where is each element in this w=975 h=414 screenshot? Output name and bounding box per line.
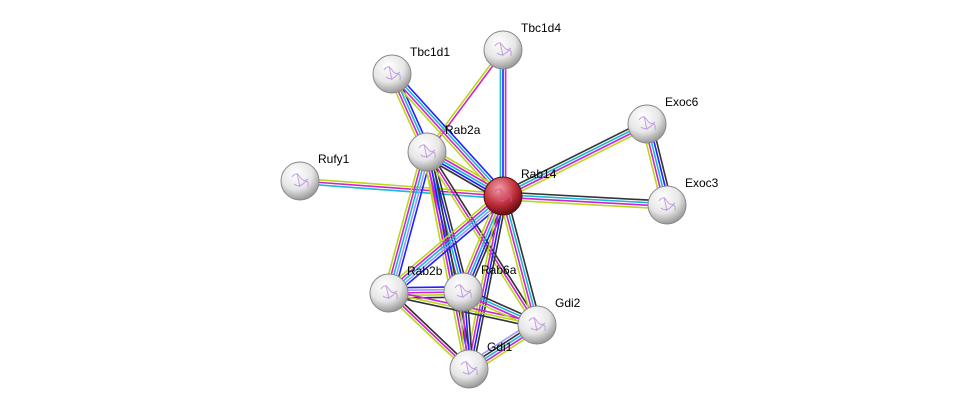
edge-rab2a-gdi1[interactable] [422,151,474,370]
protein-node-icon[interactable] [627,104,667,144]
node-label: Tbc1d4 [521,21,561,35]
evidence-line-cyan [299,182,503,200]
evidence-line-yellow [502,199,667,210]
edge-rab14-rufy1[interactable] [299,177,504,200]
evidence-line-cyan [503,195,540,325]
evidence-line-cyan [392,72,505,196]
node-label: Gdi2 [555,296,581,310]
protein-structure-icon [380,284,398,300]
protein-node-icon[interactable] [443,272,483,312]
evidence-line-yellow [504,126,650,201]
edge-rab14-exoc6[interactable] [500,119,650,201]
evidence-line-blue [391,199,507,298]
node-rab2a[interactable]: Rab2a [407,123,481,172]
evidence-line-magenta [424,152,469,370]
edge-rab2a-rab2b[interactable] [383,150,433,295]
evidence-line-magenta [427,50,505,154]
evidence-line-cyan [502,122,647,196]
evidence-line-yellow [385,191,501,290]
evidence-line-dark [472,196,508,370]
node-label: Rab14 [521,167,557,181]
node-label: Rab6a [481,263,517,277]
protein-structure-icon [383,65,401,81]
protein-node-icon[interactable] [280,161,320,201]
evidence-line-dark [430,151,474,369]
protein-node-icon[interactable] [372,54,412,94]
node-rab6a[interactable]: Rab6a [443,263,517,312]
evidence-line-dark [500,119,646,194]
node-gdi2[interactable]: Gdi2 [517,296,581,345]
edge-rab14-tbc1d4[interactable] [499,50,507,196]
protein-structure-icon [418,143,436,159]
node-exoc6[interactable]: Exoc6 [627,95,699,144]
evidence-line-magenta [502,196,667,208]
protein-structure-icon [494,187,512,203]
edge-rab14-rab2b[interactable] [385,191,507,298]
node-rab14[interactable]: Rab14 [483,167,557,216]
evidence-line-yellow [422,152,466,370]
protein-structure-icon [291,172,309,188]
evidence-line-blue [469,196,506,370]
node-rab2b[interactable]: Rab2b [369,264,443,313]
protein-structure-icon [454,283,472,299]
evidence-line-cyan [388,151,428,294]
node-gdi1[interactable]: Gdi1 [449,340,513,389]
evidence-line-blue [427,151,472,369]
edge-rab14-gdi2[interactable] [498,194,542,327]
node-tbc1d1[interactable]: Tbc1d1 [372,45,450,94]
evidence-line-yellow [425,48,503,152]
protein-node-icon[interactable] [647,185,687,225]
evidence-line-magenta [503,124,648,198]
evidence-line-magenta [299,180,504,197]
evidence-line-yellow [498,196,535,327]
evidence-line-lightblue [390,152,431,294]
evidence-line-magenta [385,151,426,293]
protein-node-icon[interactable] [517,305,557,345]
nodes-layer: Tbc1d4Tbc1d1Exoc6Rab2aRufy1Rab14Exoc3Rab… [280,21,719,389]
node-label: Rab2a [445,123,481,137]
evidence-line-lightblue [390,197,506,296]
protein-node-icon[interactable] [483,30,523,70]
node-label: Rab2b [407,264,443,278]
evidence-line-cyan [388,195,504,294]
edge-rab14-gdi1[interactable] [464,195,508,370]
evidence-line-magenta [466,195,503,369]
evidence-line-dark [505,194,542,325]
protein-structure-icon [494,41,512,57]
node-exoc3[interactable]: Exoc3 [647,176,719,225]
node-label: Tbc1d1 [410,45,450,59]
evidence-line-magenta [390,74,503,198]
protein-node-icon[interactable] [369,273,409,313]
protein-node-icon[interactable] [407,132,447,172]
evidence-line-blue [394,70,507,194]
evidence-line-blue [393,153,433,295]
protein-structure-icon [460,360,478,376]
evidence-line-dark [503,191,668,202]
protein-structure-icon [528,316,546,332]
protein-structure-icon [658,196,676,212]
evidence-line-cyan [503,193,668,205]
protein-node-icon[interactable] [483,176,523,216]
evidence-line-yellow [383,150,423,292]
node-rufy1[interactable]: Rufy1 [280,152,350,201]
node-label: Rufy1 [318,152,350,166]
evidence-line-yellow [300,177,504,195]
protein-node-icon[interactable] [449,349,489,389]
node-label: Gdi1 [487,340,513,354]
evidence-line-magenta [500,196,537,326]
evidence-line-dark [428,150,540,325]
node-tbc1d4[interactable]: Tbc1d4 [483,21,561,70]
evidence-line-magenta [386,193,502,292]
edges-layer [299,48,673,375]
protein-structure-icon [638,115,656,131]
node-label: Exoc3 [685,176,719,190]
edge-rab2a-tbc1d4[interactable] [425,48,505,154]
node-label: Exoc6 [665,95,699,109]
edge-rab14-exoc3[interactable] [502,191,668,210]
